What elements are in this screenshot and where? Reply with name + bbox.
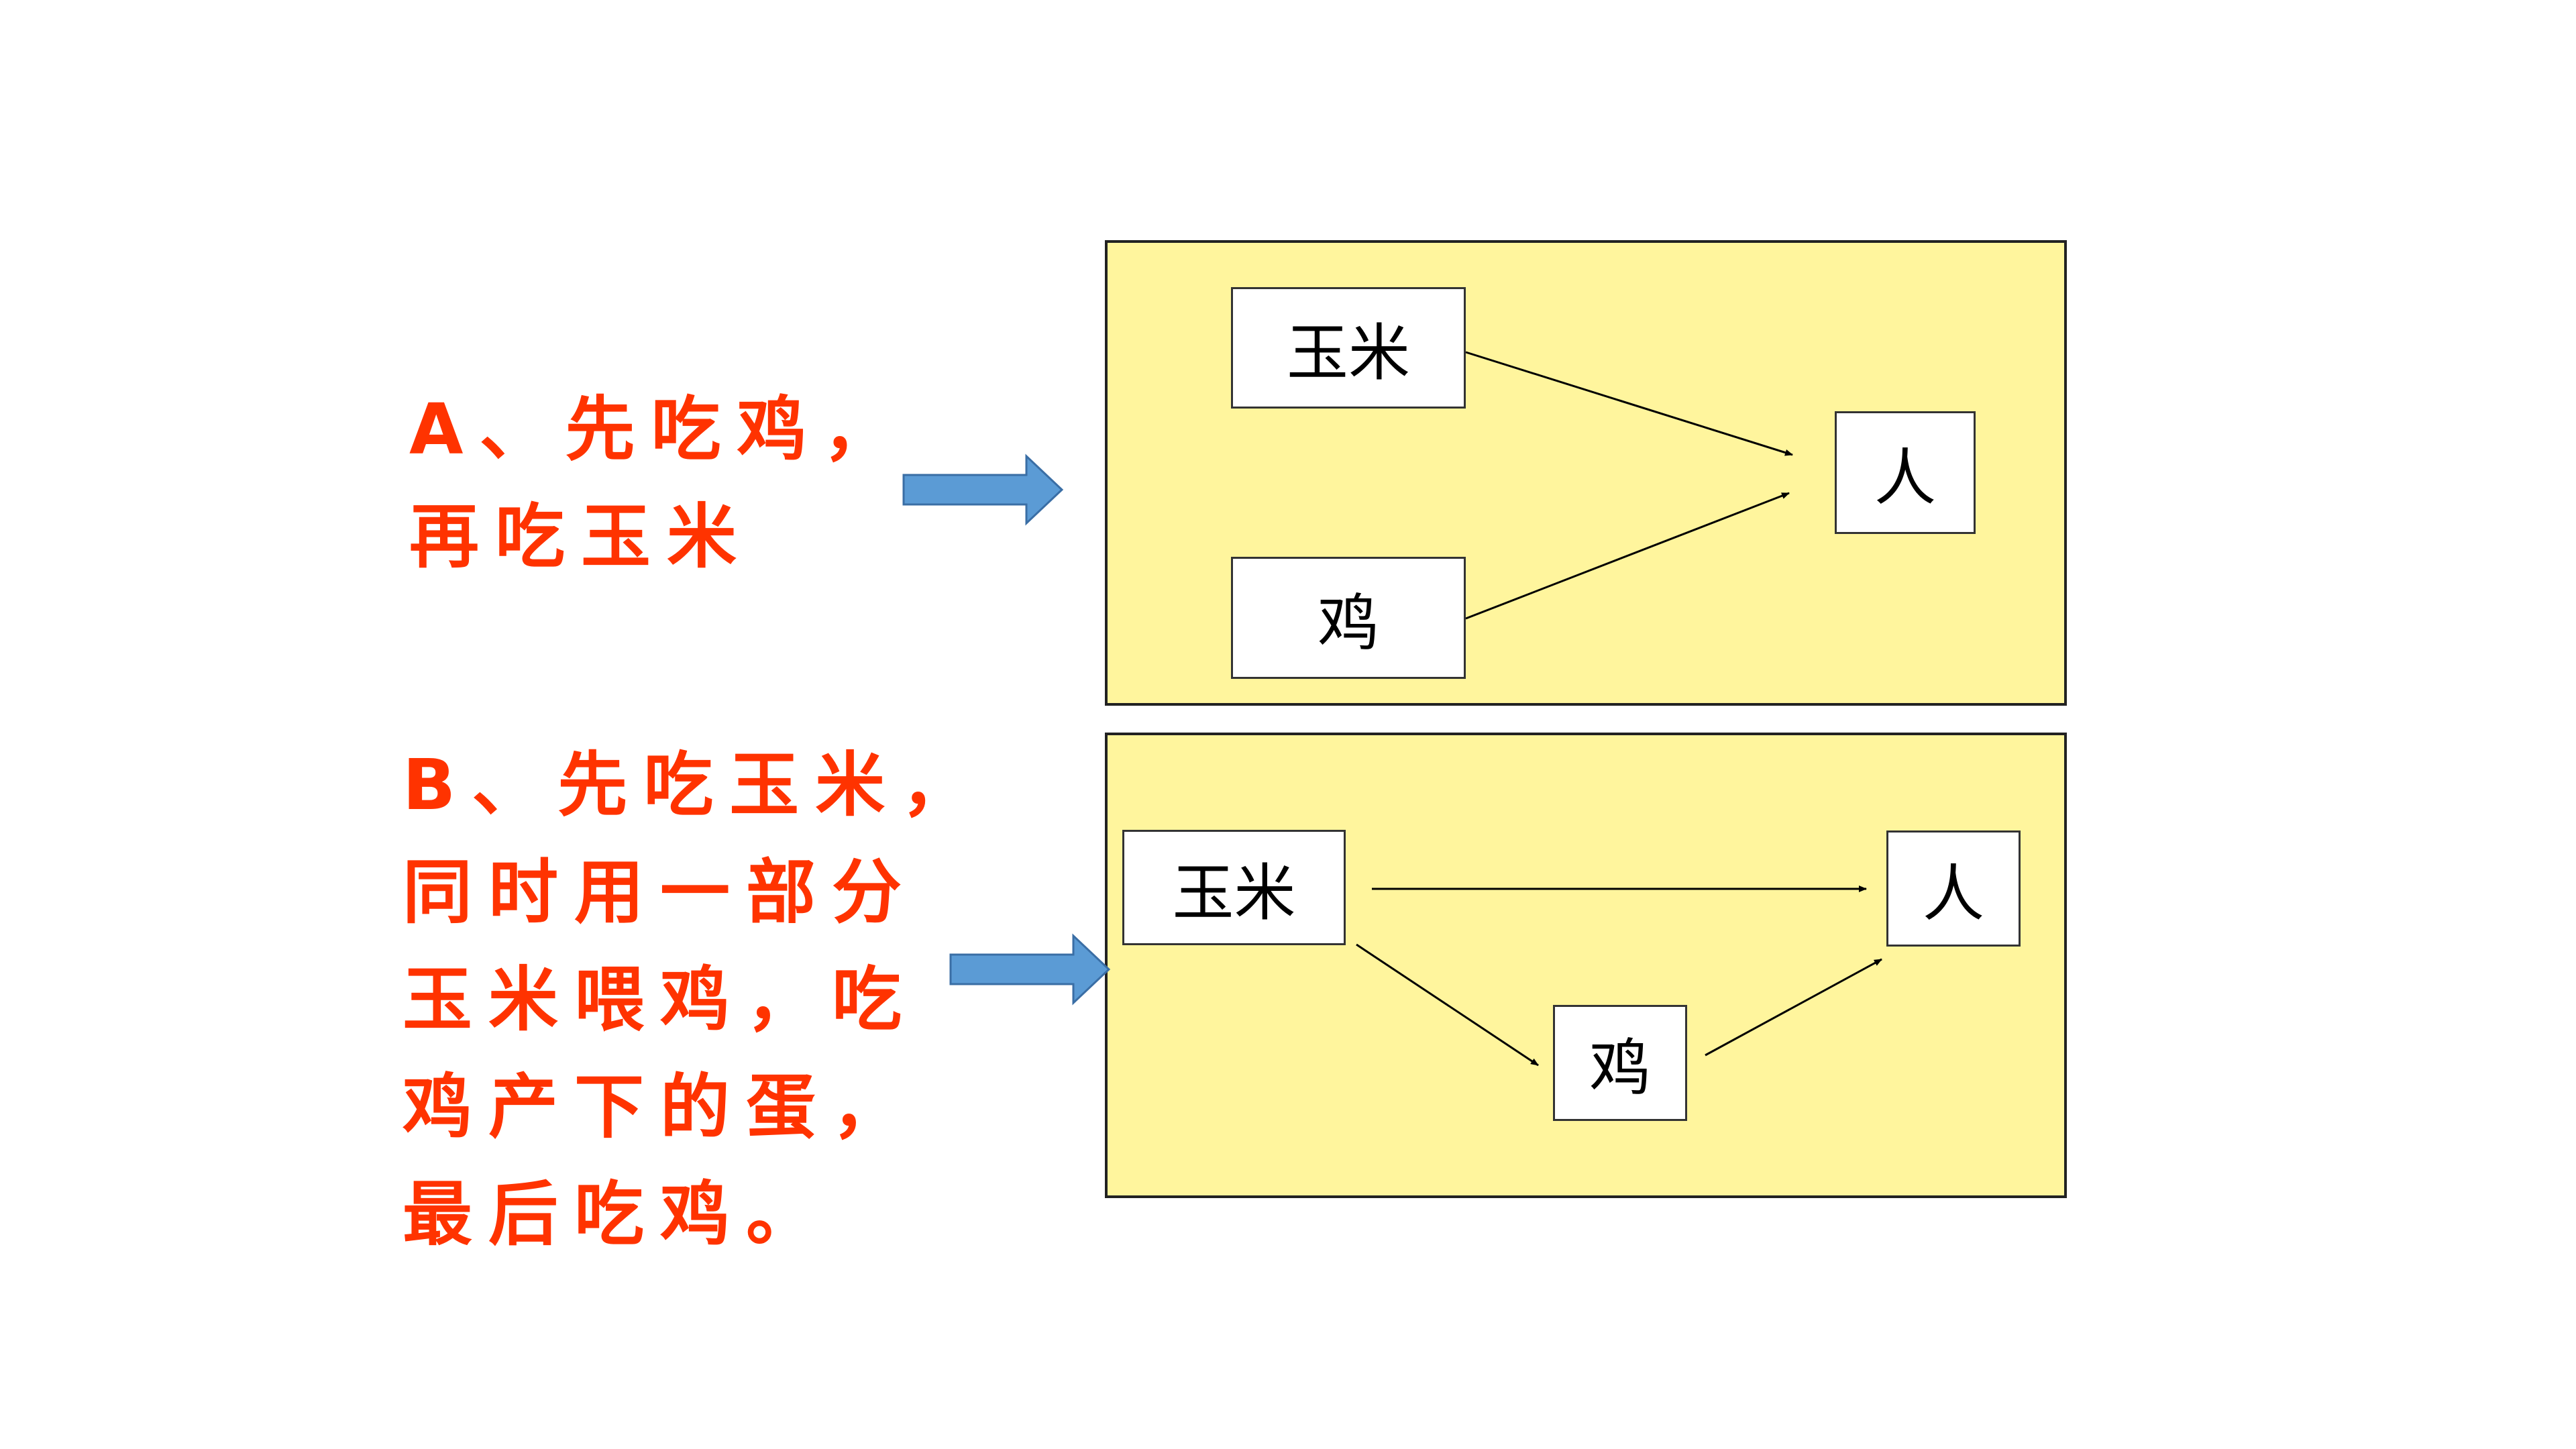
option-b-label-line: 最后吃鸡。 (402, 1173, 833, 1255)
node-human: 人 (1886, 830, 2021, 947)
node-chicken: 鸡 (1231, 557, 1466, 679)
option-a-label-line: 再吃玉米 (409, 496, 753, 578)
node-corn: 玉米 (1231, 287, 1466, 409)
option-b-diagram-panel (1105, 733, 2067, 1198)
option-a-label: A、先吃鸡， 再吃玉米 (409, 376, 909, 590)
node-corn: 玉米 (1122, 830, 1346, 945)
option-a-label-line: A、先吃鸡， (409, 388, 909, 470)
option-b-label-line: 同时用一部分 (402, 851, 918, 933)
block-arrow-b-icon (949, 933, 1111, 1006)
node-human: 人 (1835, 411, 1976, 534)
option-b-label-line: B、先吃玉米， (402, 744, 987, 826)
block-arrow-a-icon (902, 453, 1064, 526)
option-b-label: B、先吃玉米， 同时用一部分 玉米喂鸡，吃 鸡产下的蛋， 最后吃鸡。 (402, 731, 987, 1268)
node-chicken: 鸡 (1553, 1005, 1687, 1121)
option-b-label-line: 鸡产下的蛋， (402, 1066, 918, 1148)
option-b-label-line: 玉米喂鸡，吃 (402, 959, 918, 1040)
